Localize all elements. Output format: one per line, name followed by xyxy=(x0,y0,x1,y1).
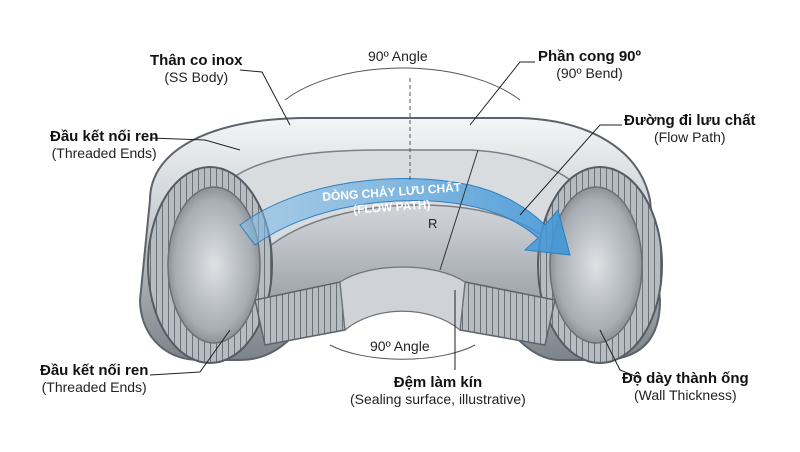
label-ss-body-title: Thân co inox xyxy=(150,52,243,69)
label-ss-body: Thân co inox (SS Body) xyxy=(150,52,243,85)
label-bend: Phần cong 90º (90º Bend) xyxy=(538,48,641,81)
label-seal: Đệm làm kín (Sealing surface, illustrati… xyxy=(350,374,526,407)
label-wall: Độ dày thành ống (Wall Thickness) xyxy=(622,370,749,403)
label-seal-sub: (Sealing surface, illustrative) xyxy=(350,391,526,408)
leader-ss-body xyxy=(239,69,291,126)
angle-label-top: 90º Angle xyxy=(368,48,428,64)
label-wall-sub: (Wall Thickness) xyxy=(633,387,737,404)
label-bend-title: Phần cong 90º xyxy=(538,48,642,65)
left-threaded-end xyxy=(147,166,273,364)
radius-label: R xyxy=(428,216,437,231)
label-threaded-top-sub: (Threaded Ends) xyxy=(51,145,157,162)
leader-lines xyxy=(149,61,641,379)
label-threaded-bottom-title: Đầu kết nối ren xyxy=(40,362,149,379)
label-threaded-top-title: Đầu kết nối ren xyxy=(50,128,159,145)
label-threaded-bottom: Đầu kết nối ren (Threaded Ends) xyxy=(40,362,148,395)
lower-cutaway xyxy=(254,266,556,346)
label-bend-sub: (90º Bend) xyxy=(556,65,623,82)
leader-threaded-top xyxy=(149,137,241,151)
radius-indicator: R xyxy=(428,149,479,271)
label-ss-body-sub: (SS Body) xyxy=(164,69,229,86)
label-threaded-bottom-sub: (Threaded Ends) xyxy=(41,379,147,396)
angle-arc-top xyxy=(284,67,521,101)
label-seal-title: Đệm làm kín xyxy=(393,374,483,391)
leader-threaded-bottom xyxy=(149,329,231,376)
angle-arcs xyxy=(284,67,521,360)
label-flow: Đường đi lưu chất (Flow Path) xyxy=(624,112,756,145)
label-threaded-top: Đầu kết nối ren (Threaded Ends) xyxy=(50,128,158,161)
angle-arc-bottom xyxy=(329,344,476,360)
angle-label-bottom: 90º Angle xyxy=(370,338,430,354)
right-threaded-end xyxy=(537,166,663,364)
label-flow-sub: (Flow Path) xyxy=(653,129,726,146)
label-wall-title: Độ dày thành ống xyxy=(622,370,749,387)
label-flow-title: Đường đi lưu chất xyxy=(624,112,756,129)
flow-arrow-text-2: (FLOW PATH) xyxy=(353,197,431,216)
leader-wall xyxy=(599,329,641,379)
leader-bend xyxy=(469,61,535,126)
flow-path-arrow: DÒNG CHẢY LƯU CHẤT (FLOW PATH) xyxy=(239,178,571,256)
leader-flow xyxy=(519,124,622,216)
